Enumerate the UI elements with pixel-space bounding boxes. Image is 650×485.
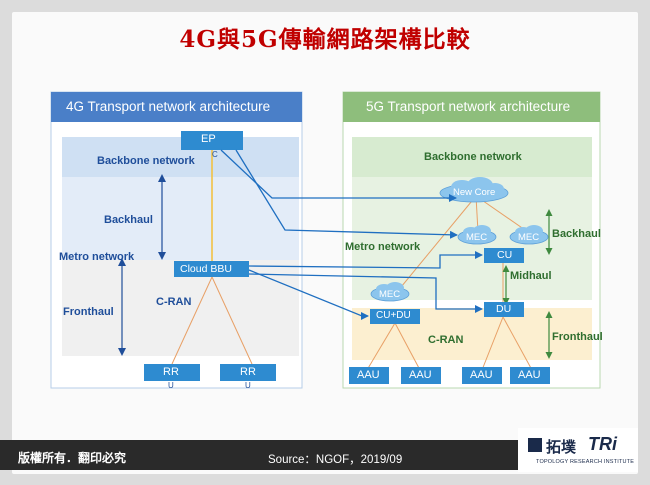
ep-box	[181, 131, 243, 150]
core-mec3-link	[391, 195, 477, 299]
cudu-aau1-link	[366, 322, 396, 371]
page-title: 4G與5G傳輸網路架構比較	[179, 26, 471, 53]
aau-1-label: AAU	[357, 369, 380, 381]
aau-4-label: AAU	[518, 369, 541, 381]
panel-5g-header	[343, 92, 600, 122]
rru-1-label-wrap: U	[168, 381, 174, 390]
panel-4g-title: 4G Transport network architecture	[66, 99, 271, 114]
mec-3-label: MEC	[379, 289, 401, 300]
du-box	[484, 302, 524, 317]
du-aau4-link	[502, 316, 533, 371]
new-core-cloud	[439, 177, 509, 203]
mec-1-label: MEC	[466, 232, 488, 243]
mec-cloud-1	[457, 225, 497, 245]
ep-label: EP	[201, 133, 216, 145]
bbu-to-cu-arrow	[248, 251, 483, 269]
cu-du-label: CU+DU	[376, 310, 411, 321]
aau-box-3	[462, 367, 502, 384]
backhaul-5g-label: Backhaul	[552, 228, 601, 240]
midhaul-5g-label: Midhaul	[510, 270, 552, 282]
ep-to-new-core-arrow	[220, 149, 457, 202]
du-label: DU	[496, 303, 512, 315]
cu-du-box	[370, 309, 420, 324]
rru-2-label-wrap: U	[245, 381, 251, 390]
fronthaul-4g-label: Fronthaul	[63, 306, 114, 318]
aau-box-2	[401, 367, 441, 384]
mec-cloud-3	[370, 282, 410, 302]
cu-label: CU	[497, 249, 513, 261]
mec-2-label: MEC	[518, 232, 540, 243]
ep-to-mec-arrow	[235, 149, 458, 239]
new-core-label: New Core	[453, 187, 496, 198]
zone-4g-metro	[62, 177, 299, 260]
bbu-to-du-arrow	[248, 273, 483, 313]
bbu-rru-left-link	[171, 276, 213, 365]
brand-subtitle: TOPOLOGY RESEARCH INSTITUTE	[536, 459, 635, 465]
brand-logo-mark	[528, 438, 542, 452]
panel-4g-header	[51, 92, 302, 122]
rru-1-label: RR	[163, 366, 179, 378]
du-aau3-link	[481, 316, 504, 371]
bbu-to-cudu-arrow	[248, 269, 369, 320]
cu-box	[484, 248, 524, 263]
rru-box-2	[220, 364, 276, 381]
cloud-bbu-box	[174, 261, 249, 277]
cudu-aau2-link	[394, 322, 421, 371]
mec-cloud-2	[509, 225, 549, 245]
metro-4g-label: Metro network	[59, 251, 135, 263]
backbone-5g-label: Backbone network	[424, 151, 522, 163]
core-mec2-link	[475, 195, 529, 233]
cloud-bbu-label: Cloud BBU	[180, 263, 232, 275]
brand-name-latin: TRi	[588, 434, 617, 454]
rru-box-1	[144, 364, 200, 381]
footer-bar	[0, 440, 518, 470]
aau-box-4	[510, 367, 550, 384]
bbu-rru-right-link	[211, 276, 253, 365]
aau-3-label: AAU	[470, 369, 493, 381]
aau-box-1	[349, 367, 389, 384]
rru-2-label: RR	[240, 366, 256, 378]
panel-5g-title: 5G Transport network architecture	[366, 99, 571, 114]
cran-5g-label: C-RAN	[428, 334, 464, 346]
backbone-4g-label: Backbone network	[97, 155, 195, 167]
cran-4g-label: C-RAN	[156, 296, 192, 308]
metro-5g-label: Metro network	[345, 241, 421, 253]
backhaul-4g-label: Backhaul	[104, 214, 153, 226]
aau-2-label: AAU	[409, 369, 432, 381]
zone-4g-backbone	[62, 137, 299, 177]
brand-name-cn: 拓墣	[546, 439, 577, 456]
zone-5g-backbone	[352, 137, 592, 177]
fronthaul-5g-label: Fronthaul	[552, 331, 603, 343]
copyright-notice: 版權所有．翻印必究	[18, 451, 127, 465]
ep-label-wrap: C	[212, 150, 218, 159]
source-citation: Source：NGOF，2019/09	[268, 454, 403, 466]
